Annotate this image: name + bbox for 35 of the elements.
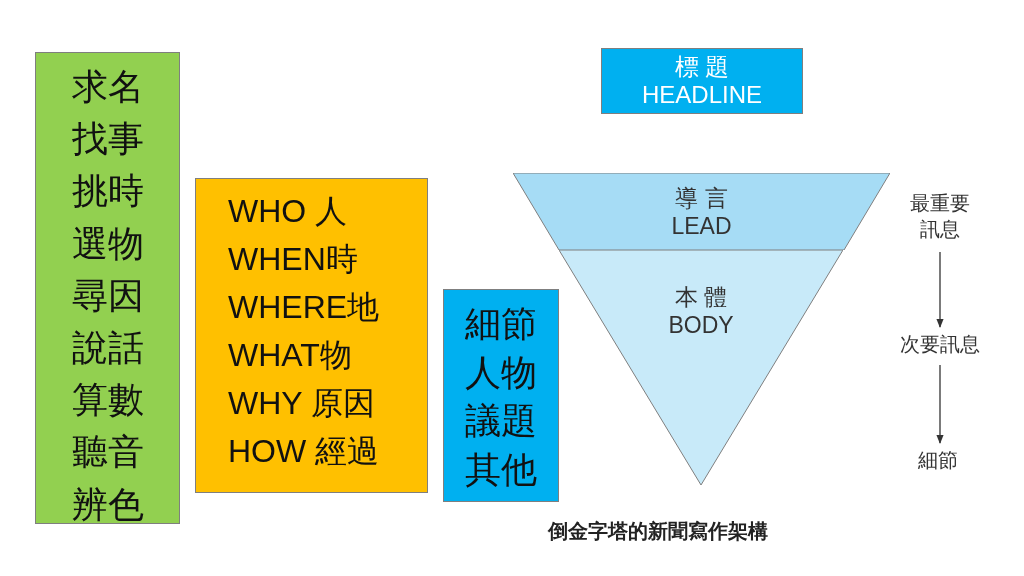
section-title: BODY <box>668 311 734 338</box>
importance-label: 最重要訊息 <box>910 191 970 242</box>
list-item: 求名 <box>71 66 144 107</box>
list-item: WHEN時 <box>228 241 358 277</box>
list-item: WHAT物 <box>228 337 352 373</box>
headline-text: 標 題 <box>674 53 730 80</box>
arrow <box>936 251 944 328</box>
importance-label: 細節 <box>918 449 958 471</box>
list-item: HOW 經過 <box>228 433 380 469</box>
list-item: 找事 <box>71 118 144 160</box>
list-item: 辨色 <box>71 483 144 525</box>
list-item: 說話 <box>71 326 144 368</box>
list-item: 挑時 <box>71 170 144 212</box>
list-item: 議題 <box>465 400 537 442</box>
list-item: 算數 <box>71 379 144 421</box>
list-item: 人物 <box>465 351 537 393</box>
list-item: 細節 <box>465 303 537 344</box>
list-item: 尋因 <box>71 274 144 316</box>
arrow <box>936 364 944 444</box>
list-item: 其他 <box>465 448 537 490</box>
question-list-box <box>195 178 428 493</box>
list-item: WHO 人 <box>228 193 348 229</box>
keyword-list-box <box>35 52 180 524</box>
headline-box <box>601 48 803 114</box>
list-item: WHY 原因 <box>228 385 375 421</box>
section-title: 本 體 <box>674 284 728 310</box>
section-title: LEAD <box>671 212 732 239</box>
list-item: 聽音 <box>71 431 144 473</box>
list-item: 選物 <box>71 222 144 264</box>
headline-text: HEADLINE <box>641 80 762 108</box>
detail-list-box <box>443 289 559 502</box>
caption: 倒金字塔的新聞寫作架構 <box>548 519 768 544</box>
list-item: WHERE地 <box>228 289 380 325</box>
section-title: 導 言 <box>675 185 728 211</box>
importance-label: 次要訊息 <box>900 333 980 355</box>
